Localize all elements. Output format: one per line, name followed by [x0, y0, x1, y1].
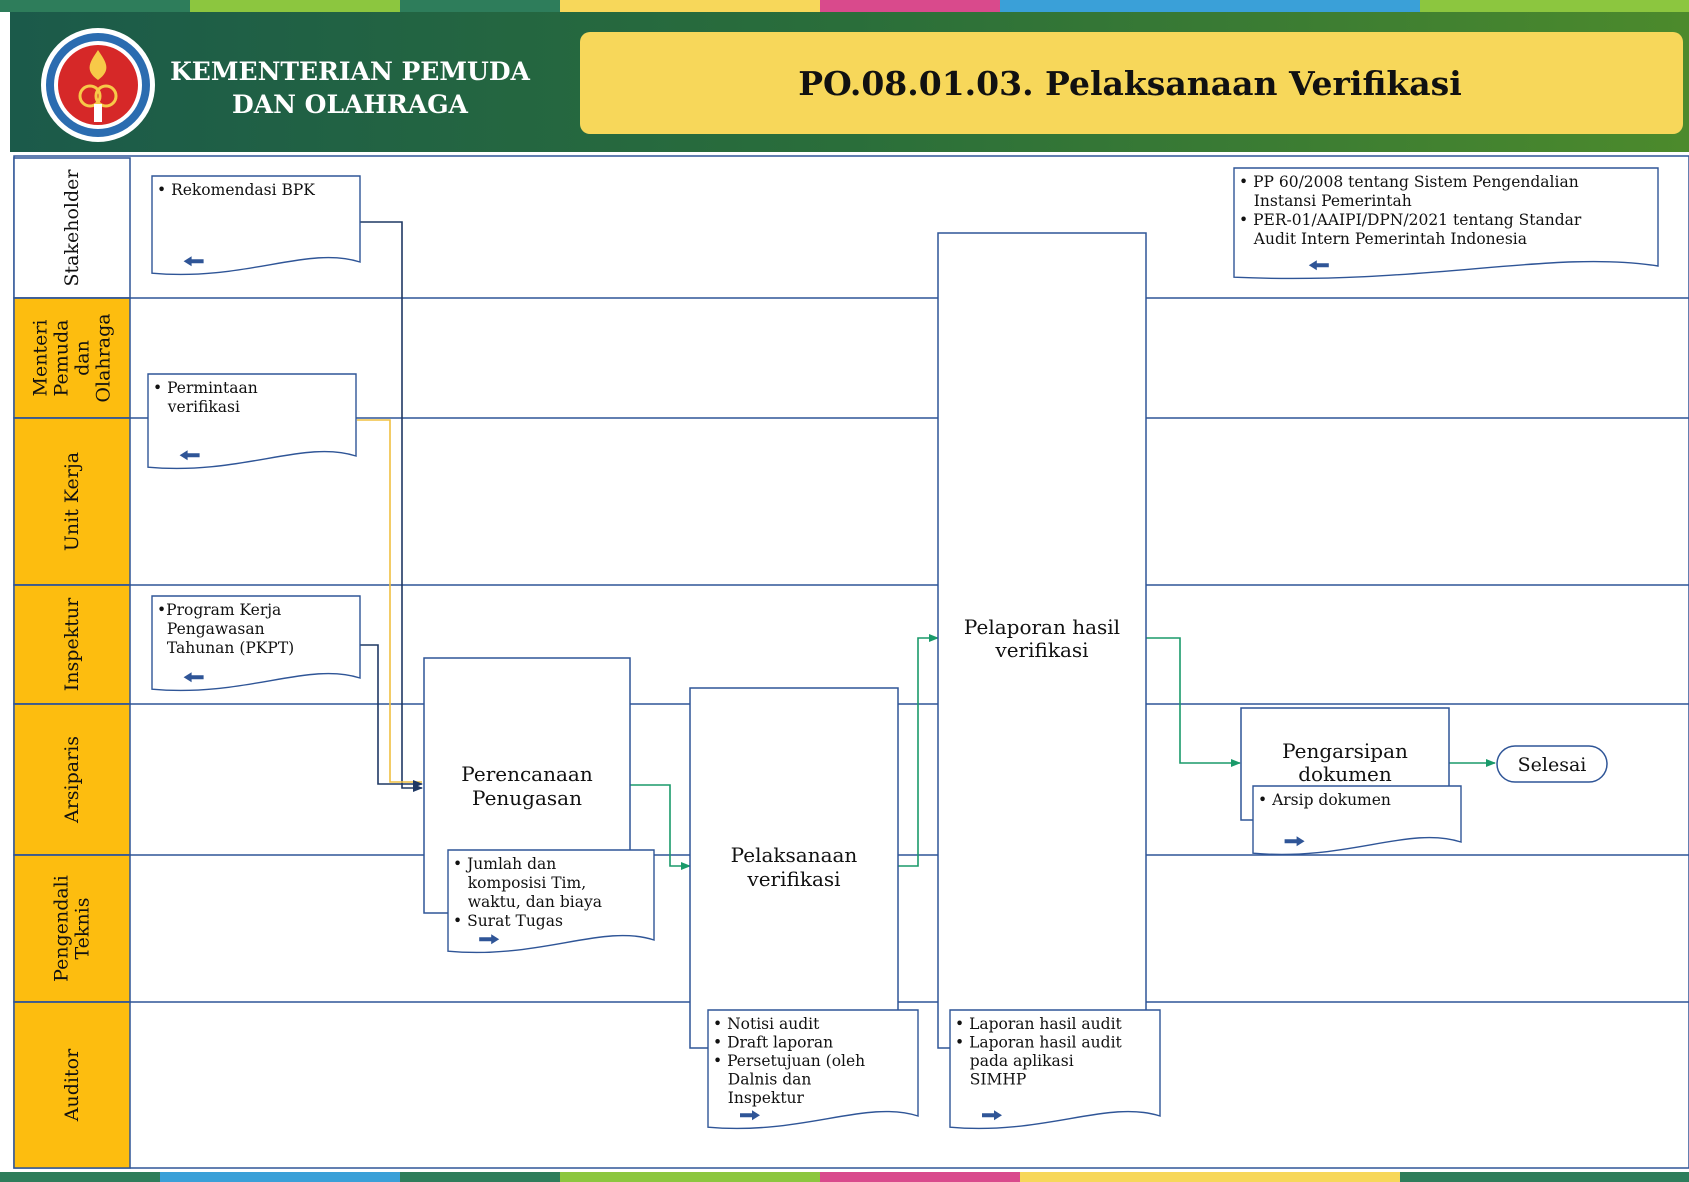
arrow-left-icon	[1308, 260, 1329, 271]
lane-label-1-3: Olahraga	[93, 313, 115, 402]
document-jumlah-line-1: komposisi Tim,	[453, 874, 586, 892]
document-regulasi-line-1: Instansi Pemerintah	[1239, 192, 1412, 210]
document-permintaan-line-1: verifikasi	[153, 398, 240, 416]
connector-permintaan-to-perencanaan	[357, 419, 422, 783]
document-shape-notisi	[707, 1009, 919, 1130]
lane-header-3	[13, 584, 131, 705]
document-permintaan-line-0: • Permintaan	[153, 379, 258, 397]
document-shape-jumlah	[447, 849, 655, 954]
document-permintaan: • Permintaan verifikasi	[147, 373, 357, 470]
document-jumlah-line-3: • Surat Tugas	[453, 912, 563, 930]
process-pengarsipan-line1: Pengarsipan	[1282, 739, 1408, 763]
document-notisi-line-1: • Draft laporan	[713, 1034, 833, 1052]
arrow-right-icon	[479, 934, 500, 945]
document-shape-arsip	[1252, 785, 1462, 856]
bottom-color-strip	[0, 1172, 1689, 1182]
org-name-line2: DAN OLAHRAGA	[232, 90, 469, 119]
end-terminator: Selesai	[1496, 745, 1608, 783]
document-notisi-line-4: Inspektur	[713, 1089, 805, 1107]
process-pelaporan-hasil: Pelaporan hasil verifikasi	[937, 232, 1147, 1049]
connector-pkpt-to-perencanaan	[360, 644, 423, 788]
lane-label-1-2: dan	[72, 340, 94, 376]
document-shape-pkpt	[151, 595, 361, 692]
document-jumlah-line-0: • Jumlah dan	[453, 855, 556, 873]
lane-label-3-0: Inspektur	[61, 597, 83, 691]
document-notisi-line-0: • Notisi audit	[713, 1015, 820, 1033]
process-pelaporan-line1: Pelaporan hasil	[964, 615, 1120, 639]
lane-2: Unit Kerja	[13, 417, 1689, 586]
title-box	[580, 32, 1683, 134]
lane-header-5	[13, 854, 131, 1003]
process-pelaksanaan-line1: Pelaksanaan	[731, 843, 858, 867]
document-title: PO.08.01.03. Pelaksanaan Verifikasi	[798, 64, 1462, 103]
document-regulasi-line-2: • PER-01/AAIPI/DPN/2021 tentang Standar	[1239, 211, 1582, 229]
arrow-left-icon	[183, 672, 204, 683]
org-name-line1: KEMENTERIAN PEMUDA	[170, 57, 530, 86]
document-notisi-line-3: Dalnis dan	[713, 1071, 811, 1089]
lane-label-1-1: Pemuda	[51, 320, 73, 397]
connector-pelaksanaan-to-pelaporan	[898, 634, 939, 867]
arrow-right-icon	[982, 1110, 1002, 1121]
process-perencanaan-line2: Penugasan	[472, 786, 582, 810]
lane-label-6-0: Auditor	[61, 1048, 83, 1122]
document-arsip: • Arsip dokumen	[1252, 785, 1462, 856]
lane-label-1-0: Menteri	[30, 320, 52, 397]
document-shape-rekomendasi	[151, 175, 361, 276]
arrow-left-icon	[183, 256, 204, 267]
lane-label-2-0: Unit Kerja	[61, 452, 83, 551]
lane-0: Stakeholder	[13, 157, 131, 299]
document-notisi-line-2: • Persetujuan (oleh	[713, 1052, 865, 1070]
document-pkpt: •Program Kerja Pengawasan Tahunan (PKPT)	[151, 595, 361, 692]
document-rekomendasi: • Rekomendasi BPK	[151, 175, 361, 276]
arrow-right-icon	[740, 1110, 760, 1121]
connector-group	[357, 221, 1496, 870]
document-rekomendasi-line-0: • Rekomendasi BPK	[157, 181, 315, 199]
lane-label-0-0: Stakeholder	[61, 169, 83, 287]
arrow-left-icon	[179, 450, 200, 461]
document-group: • Rekomendasi BPK • Permintaan verifikasi…	[147, 167, 1659, 1130]
connector-pelaporan-to-pengarsipan	[1145, 637, 1241, 767]
lane-header-2	[13, 417, 131, 586]
document-shape-laporan	[949, 1009, 1161, 1130]
document-jumlah: • Jumlah dan komposisi Tim, waktu, dan b…	[447, 849, 655, 954]
document-shape-permintaan	[147, 373, 357, 470]
document-laporan-line-0: • Laporan hasil audit	[955, 1015, 1123, 1033]
document-shape-regulasi	[1233, 167, 1659, 280]
document-laporan: • Laporan hasil audit• Laporan hasil aud…	[949, 1009, 1161, 1130]
document-arsip-line-0: • Arsip dokumen	[1258, 791, 1391, 809]
process-pengarsipan-line2: dokumen	[1298, 762, 1392, 786]
document-pkpt-line-1: Pengawasan	[157, 620, 265, 638]
document-regulasi-line-3: Audit Intern Pemerintah Indonesia	[1239, 230, 1527, 248]
connector-perencanaan-to-pelaksanaan	[630, 784, 691, 870]
document-notisi: • Notisi audit• Draft laporan• Persetuju…	[707, 1009, 919, 1130]
lane-header-0	[13, 157, 131, 299]
document-laporan-line-3: SIMHP	[955, 1071, 1026, 1089]
kemenpora-emblem-icon	[41, 28, 155, 142]
lane-header-1	[13, 297, 131, 419]
connector-rekomendasi-to-perencanaan	[360, 221, 423, 792]
process-pelaksanaan-line2: verifikasi	[746, 867, 840, 891]
process-pelaksanaan-verifikasi: Pelaksanaan verifikasi	[689, 687, 899, 1049]
top-color-strip	[0, 0, 1689, 12]
process-pelaporan-line2: verifikasi	[994, 638, 1088, 662]
process-perencanaan-line1: Perencanaan	[461, 762, 593, 786]
document-pkpt-line-0: •Program Kerja	[157, 601, 281, 619]
arrow-right-icon	[1284, 836, 1305, 847]
document-pkpt-line-2: Tahunan (PKPT)	[157, 639, 294, 657]
document-laporan-line-2: pada aplikasi	[955, 1052, 1074, 1070]
lane-label-5-1: Teknis	[72, 897, 94, 959]
document-regulasi: • PP 60/2008 tentang Sistem Pengendalian…	[1233, 167, 1659, 280]
document-regulasi-line-0: • PP 60/2008 tentang Sistem Pengendalian	[1239, 173, 1579, 191]
document-laporan-line-1: • Laporan hasil audit	[955, 1034, 1123, 1052]
lane-header-4	[13, 703, 131, 856]
document-jumlah-line-2: waktu, dan biaya	[453, 893, 602, 911]
lane-label-4-0: Arsiparis	[61, 736, 83, 824]
lane-3: Inspektur	[13, 584, 1689, 705]
lane-label-5-0: Pengendali	[51, 875, 73, 982]
end-label: Selesai	[1518, 754, 1587, 776]
